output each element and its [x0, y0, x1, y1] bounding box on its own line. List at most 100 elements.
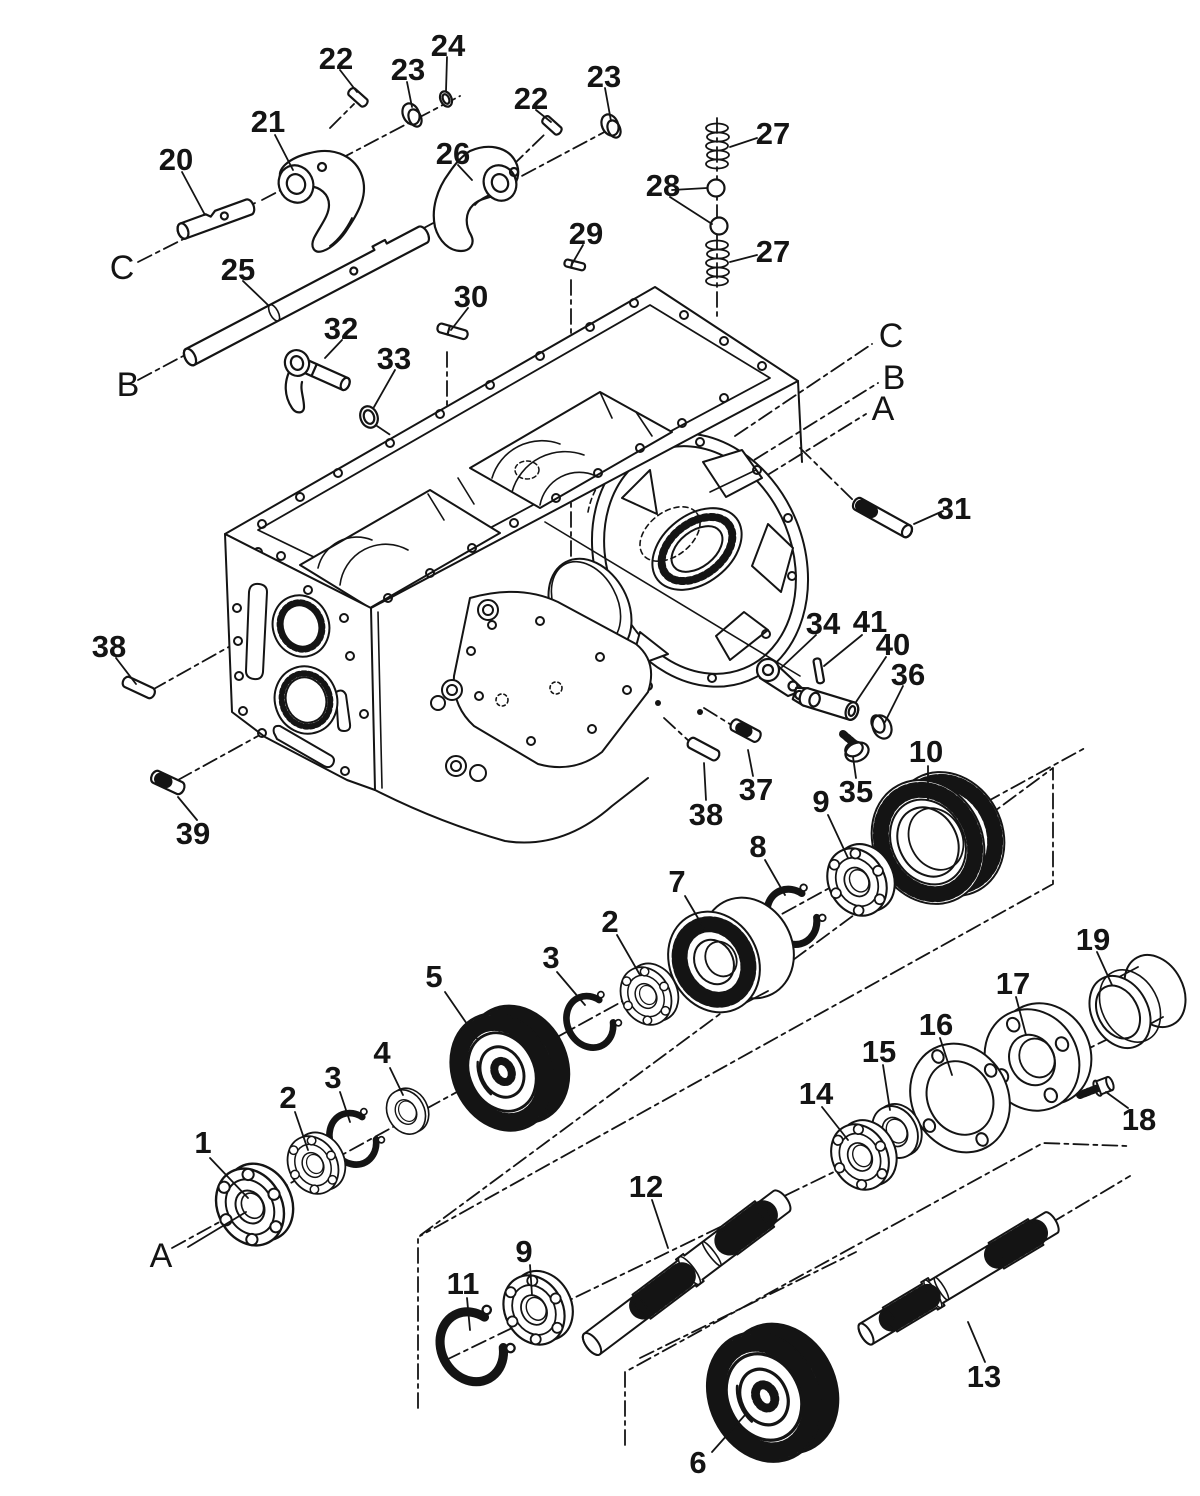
bottom-cover-plate — [430, 590, 652, 782]
callout-23-27: 23 — [587, 59, 621, 94]
callout-4-5: 4 — [373, 1035, 391, 1070]
section-letter-B-3: B — [883, 359, 906, 397]
callout-9-10: 9 — [812, 784, 829, 819]
callout-5-6: 5 — [425, 959, 442, 994]
view-boundary — [417, 767, 1128, 1446]
callout-38-43: 38 — [92, 629, 126, 664]
callout-35-40: 35 — [839, 774, 873, 809]
snap-ring-3b — [558, 985, 627, 1056]
fork-pin-22a — [347, 87, 369, 108]
callout-25-29: 25 — [221, 252, 255, 287]
callout-2-1: 2 — [279, 1080, 296, 1115]
callout-28-33: 28 — [646, 168, 680, 203]
shift-rod-25 — [182, 225, 431, 367]
callout-27-32: 27 — [756, 234, 790, 269]
callout-40-46: 40 — [876, 627, 910, 662]
shift-fork-26 — [432, 145, 520, 253]
housing-top-face — [224, 286, 803, 609]
pin-37 — [729, 718, 762, 743]
housing-hardware — [121, 496, 914, 796]
plug-39 — [149, 769, 186, 796]
callout-27-31: 27 — [756, 116, 790, 151]
gear-6 — [687, 1305, 859, 1480]
callout-24-28: 24 — [431, 28, 466, 63]
cap-36 — [870, 714, 893, 740]
callout-39-45: 39 — [176, 816, 210, 851]
callout-41-47: 41 — [853, 604, 887, 639]
callout-12-14: 12 — [629, 1169, 663, 1204]
bolt-18 — [1076, 1075, 1115, 1099]
callout-20-22: 20 — [159, 142, 193, 177]
shift-rod-20 — [176, 198, 256, 240]
ring-33 — [359, 405, 379, 429]
section-letter-A-5: A — [150, 1237, 173, 1275]
washer-4 — [378, 1080, 438, 1142]
callout-38-44: 38 — [689, 797, 723, 832]
front-face-bolt-holes — [232, 551, 369, 776]
section-letter-C-0: C — [110, 249, 135, 287]
callout-9-11: 9 — [515, 1234, 532, 1269]
callout-29-34: 29 — [569, 216, 603, 251]
shift-lever-lugs — [430, 599, 499, 782]
callout-23-26: 23 — [391, 52, 425, 87]
pin-41 — [812, 657, 826, 685]
callout-3-4: 3 — [542, 940, 559, 975]
callout-22-24: 22 — [319, 41, 353, 76]
transmission-housing — [224, 286, 810, 844]
callout-37-42: 37 — [739, 772, 773, 807]
callout-layer: 1223345678991011121314151617181920212222… — [92, 28, 1156, 1480]
callout-21-23: 21 — [251, 104, 285, 139]
detent-spring-27a — [705, 122, 730, 170]
callout-26-30: 26 — [436, 136, 470, 171]
link-40 — [791, 686, 860, 721]
callout-7-8: 7 — [668, 864, 685, 899]
callout-18-20: 18 — [1122, 1102, 1156, 1137]
cap-23a — [401, 102, 423, 128]
callout-14-16: 14 — [799, 1076, 834, 1111]
callout-6-7: 6 — [689, 1445, 706, 1480]
callout-8-9: 8 — [749, 829, 766, 864]
shift-fork-21 — [277, 149, 366, 253]
bell-housing — [544, 432, 810, 715]
section-letter-B-1: B — [117, 366, 140, 404]
callout-16-18: 16 — [919, 1007, 953, 1042]
stud-31 — [851, 496, 914, 539]
callout-22-25: 22 — [514, 81, 548, 116]
ring-24 — [438, 90, 454, 108]
fork-pin-22b — [541, 115, 563, 136]
detent-ball-28a — [706, 178, 726, 198]
callout-10-12: 10 — [909, 734, 943, 769]
callout-13-15: 13 — [967, 1359, 1001, 1394]
bolt-35 — [839, 730, 870, 763]
callout-19-21: 19 — [1076, 922, 1110, 957]
leader-lines — [115, 56, 1129, 1453]
detent-ball-28b — [709, 216, 729, 236]
pin-30 — [436, 322, 469, 341]
section-letter-A-4: A — [872, 390, 895, 428]
callout-31-36: 31 — [937, 491, 971, 526]
detent-spring-27b — [705, 239, 730, 287]
callout-11-13: 11 — [447, 1266, 480, 1301]
pin-38a — [121, 675, 156, 700]
pin-38b — [686, 736, 721, 762]
callout-3-3: 3 — [324, 1060, 341, 1095]
output-shaft-13 — [857, 1211, 1060, 1346]
ring-gear-10 — [870, 771, 1006, 905]
callout-34-39: 34 — [806, 606, 841, 641]
callout-15-17: 15 — [862, 1034, 896, 1069]
cap-23b — [600, 113, 622, 139]
callout-33-38: 33 — [377, 341, 411, 376]
gear-train — [201, 771, 1187, 1480]
callout-17-19: 17 — [996, 966, 1030, 1001]
housing-front-face — [224, 533, 649, 844]
cap-19 — [1088, 953, 1187, 1050]
callout-1-0: 1 — [194, 1125, 211, 1160]
flange-17 — [983, 1002, 1093, 1112]
main-shaft-12 — [581, 1189, 792, 1356]
bearing-9b — [489, 1259, 586, 1357]
callout-32-37: 32 — [324, 311, 358, 346]
lever-32 — [283, 349, 351, 414]
callout-30-35: 30 — [454, 279, 488, 314]
